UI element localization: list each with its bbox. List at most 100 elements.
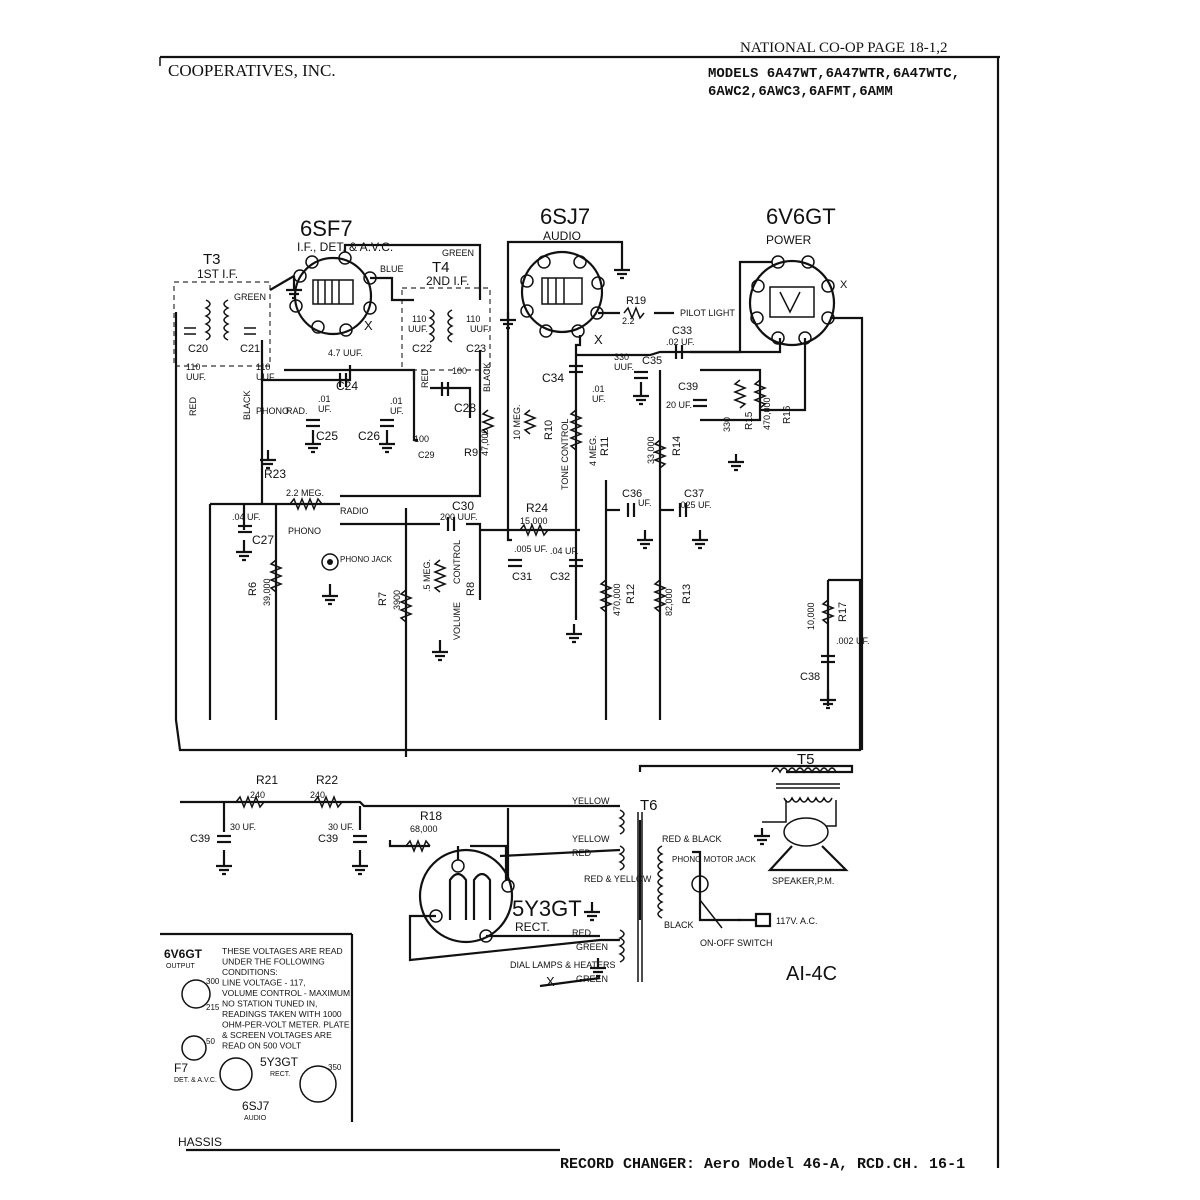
voltage-note-line: & SCREEN VOLTAGES ARE xyxy=(222,1030,332,1040)
r8-value: .5 MEG. xyxy=(422,559,432,592)
wire-black-2: BLACK xyxy=(482,362,492,392)
t3-name: T3 xyxy=(203,251,221,268)
c37-value: .025 UF. xyxy=(678,500,712,510)
t5-name: T5 xyxy=(797,751,815,768)
r23-value: 2.2 MEG. xyxy=(286,488,324,498)
vc-tube-b: 5Y3GT xyxy=(260,1055,299,1069)
vc-tube-b-sub: RECT. xyxy=(270,1071,290,1078)
wire-color-labels: RED BLACK PHONO RAD. RED BLACK YELLOW YE… xyxy=(188,362,722,984)
ground-symbols xyxy=(216,262,836,978)
wire-black-1: BLACK xyxy=(242,390,252,420)
c37-label: C37 xyxy=(684,488,704,500)
voltage-note-line: READ ON 500 VOLT xyxy=(222,1041,301,1051)
c26-unit: UF. xyxy=(390,406,404,416)
phono-motor-jack-label: PHONO MOTOR JACK xyxy=(672,855,757,864)
schematic-reference: AI-4C xyxy=(786,963,837,985)
c39b-value: 30 UF. xyxy=(230,822,256,832)
tube-6sj7-function: AUDIO xyxy=(543,229,581,243)
r24-value: 15,000 xyxy=(520,516,548,526)
r18-value: 68,000 xyxy=(410,824,438,834)
r17-value: 10,000 xyxy=(806,602,816,630)
r15-value: 330 xyxy=(722,417,732,432)
c20-label: C20 xyxy=(188,343,208,355)
r18-label: R18 xyxy=(420,809,442,823)
c31-label: C31 xyxy=(512,571,532,583)
r24-label: R24 xyxy=(526,501,548,515)
c23-unit: UUF. xyxy=(470,324,490,334)
voltage-note-line: NO STATION TUNED IN, xyxy=(222,999,317,1009)
c34-unit: UF. xyxy=(592,394,606,404)
r15-label: R15 xyxy=(744,411,755,430)
c38-value: .002 UF. xyxy=(836,636,870,646)
tube-6sj7-name: 6SJ7 xyxy=(540,204,590,229)
wire-red-1: RED xyxy=(188,396,198,416)
tube-6v6gt-function: POWER xyxy=(766,233,812,247)
r6-label: R6 xyxy=(247,582,259,596)
c28-label: C28 xyxy=(454,401,476,415)
tube-5y3gt-name: 5Y3GT xyxy=(512,896,582,921)
wire-green-2: GREEN xyxy=(576,974,608,984)
models-line-1: MODELS 6A47WT,6A47WTR,6A47WTC, xyxy=(708,66,960,82)
r21-label: R21 xyxy=(256,773,278,787)
c36-value: UF. xyxy=(638,498,652,508)
t4-name: T4 xyxy=(432,259,450,276)
c29-label: C29 xyxy=(418,450,435,460)
c28-value: 100 xyxy=(452,366,467,376)
vc-chassis: HASSIS xyxy=(178,1135,222,1149)
resistors xyxy=(235,305,836,854)
r12-value: 470,000 xyxy=(612,583,622,616)
wire-yellow-1: YELLOW xyxy=(572,796,610,806)
r11-value: 4 MEG. xyxy=(588,435,598,466)
c22-unit: UUF. xyxy=(408,324,428,334)
phono-jack-pin-icon xyxy=(327,559,333,565)
tube-6sj7: 6SJ7 AUDIO xyxy=(520,204,605,338)
r14-label: R14 xyxy=(671,436,683,456)
c26-value: .01 xyxy=(390,396,403,406)
tube-6sf7-name: 6SF7 xyxy=(300,216,353,241)
x-mark-1: X xyxy=(364,318,373,333)
c29-value: 100 xyxy=(414,434,429,444)
wire-green-1: GREEN xyxy=(576,942,608,952)
transformer-t3: T3 1ST I.F. C20 C21 110 UUF. 110 UUF. GR… xyxy=(173,251,276,382)
company-name: COOPERATIVES, INC. xyxy=(168,61,336,80)
voltage-note-line: CONDITIONS: xyxy=(222,967,278,977)
t4-blue-wire: BLUE xyxy=(380,264,404,274)
wire-yellow-2: YELLOW xyxy=(572,834,610,844)
c22-value: 110 xyxy=(412,314,426,324)
voltage-note-line: VOLUME CONTROL - MAXIMUM, xyxy=(222,988,353,998)
r10-value: 10 MEG. xyxy=(512,404,522,440)
r13-label: R13 xyxy=(681,584,693,604)
c30-value: 200 UUF. xyxy=(440,512,478,522)
on-off-switch-label: ON-OFF SWITCH xyxy=(700,938,773,948)
phono-jack-icon xyxy=(321,553,339,571)
models-line-2: 6AWC2,6AWC3,6AFMT,6AMM xyxy=(708,84,893,100)
tube-5y3gt: 5Y3GT RECT. xyxy=(418,848,582,944)
tone-control-label: TONE CONTROL xyxy=(560,419,570,490)
voltage-note-line: THESE VOLTAGES ARE READ xyxy=(222,946,343,956)
c39a-value: 20 UF. xyxy=(666,400,692,410)
vc-300: 300 xyxy=(206,977,220,986)
voltage-note-line: READINGS TAKEN WITH 1000 xyxy=(222,1009,342,1019)
wire-black-3: BLACK xyxy=(664,920,694,930)
c26-label: C26 xyxy=(358,429,380,443)
c35-value: 330 xyxy=(614,352,629,362)
c35-label: C35 xyxy=(642,355,662,367)
c25-value: .01 xyxy=(318,394,331,404)
c39a-label: C39 xyxy=(678,381,698,393)
r21-value: 240 xyxy=(250,790,265,800)
x-mark-3: X xyxy=(840,279,848,291)
wire-red-yellow: RED & YELLOW xyxy=(584,874,652,884)
voltage-note-line: LINE VOLTAGE - 117, xyxy=(222,978,306,988)
vc-tube-c-sub: AUDIO xyxy=(244,1115,267,1122)
circuit-wiring xyxy=(174,240,864,988)
volume-label: VOLUME xyxy=(452,602,462,640)
x-mark-2: X xyxy=(594,332,603,347)
r13-value: 82,000 xyxy=(664,588,674,616)
capacitors xyxy=(217,345,835,844)
c24-value: 4.7 UUF. xyxy=(328,348,363,358)
t4-desc: 2ND I.F. xyxy=(426,274,469,288)
control-label: CONTROL xyxy=(452,540,462,584)
r9-label: R9 xyxy=(464,447,478,459)
vc-tube-a-sub: OUTPUT xyxy=(166,963,196,970)
